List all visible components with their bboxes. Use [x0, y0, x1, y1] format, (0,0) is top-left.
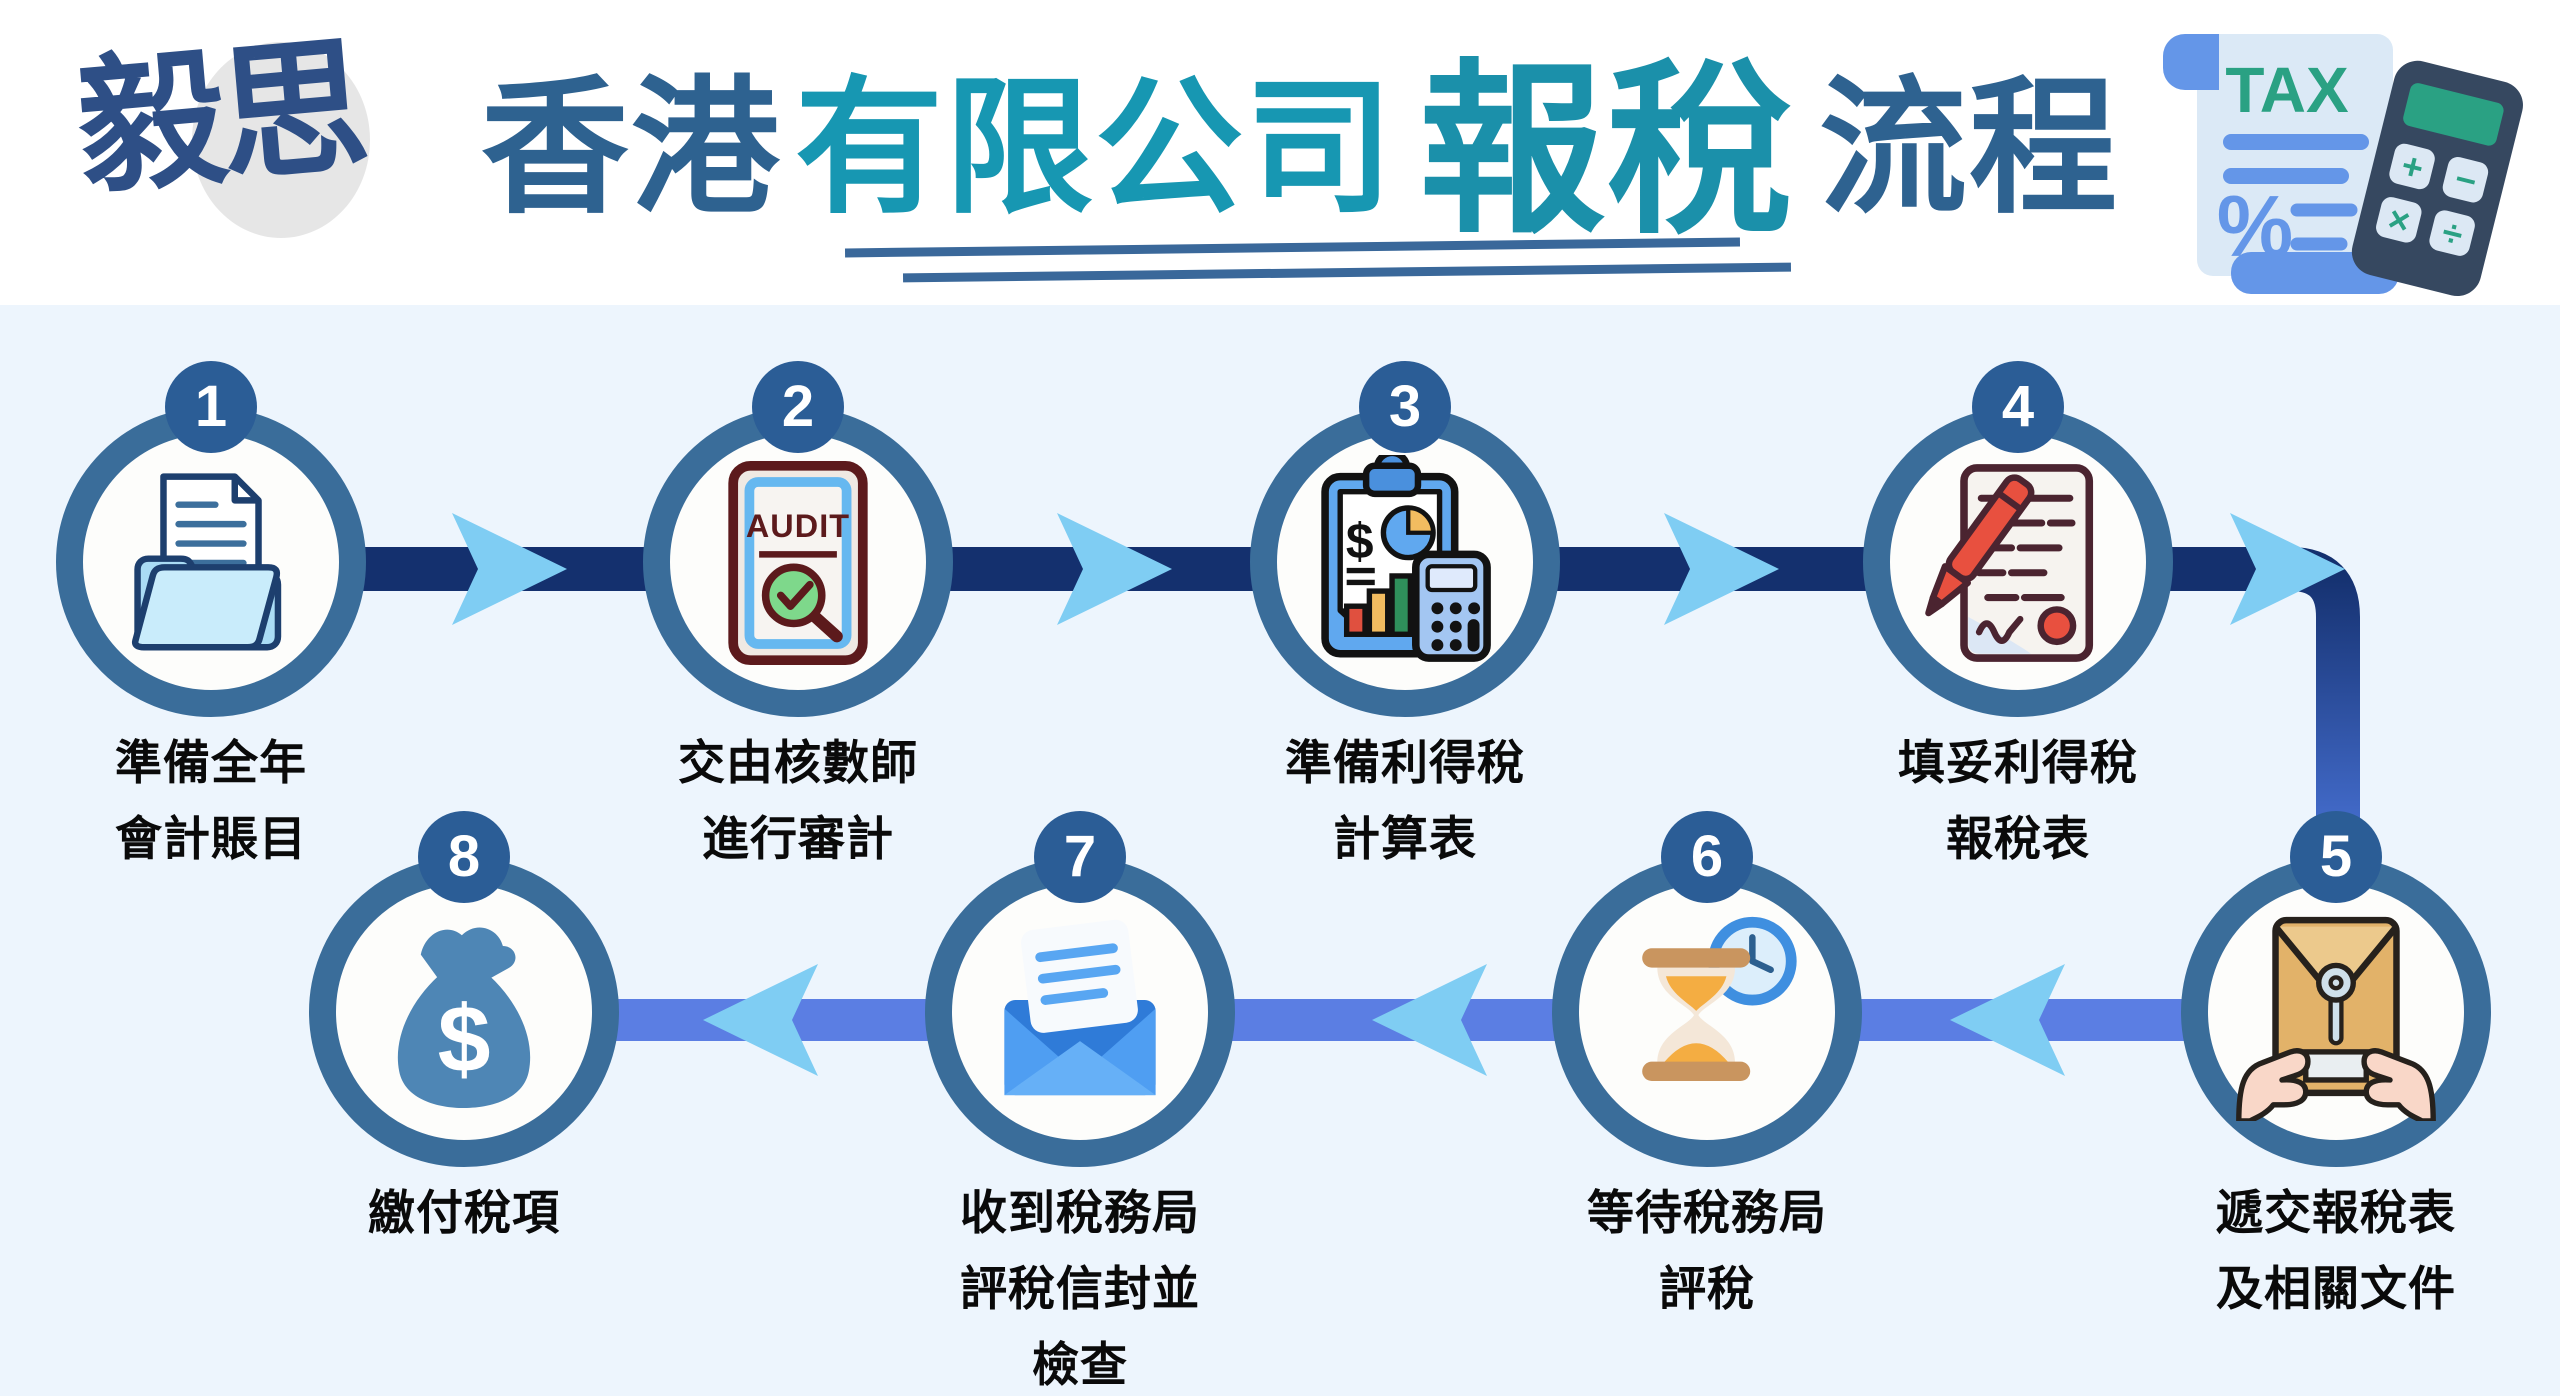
calculator-icon: + − × ÷	[2351, 60, 2523, 297]
arrow-left-icon	[1950, 964, 2065, 1076]
title-suffix: 流程	[1819, 65, 2120, 231]
arrow-left-icon	[1372, 964, 1487, 1076]
fill-tax-return-icon	[1925, 464, 2094, 662]
pen-icon	[1925, 474, 2035, 617]
audit-text: AUDIT	[746, 508, 850, 544]
money-bag-icon: $	[397, 927, 531, 1109]
step-number-badge: 2	[752, 361, 844, 453]
folder-documents-icon	[131, 473, 282, 651]
step-number-badge: 1	[165, 361, 257, 453]
submit-envelope-icon	[2236, 916, 2436, 1121]
step-label: 收到稅務局 評稅信封並 檢查	[960, 1186, 1200, 1391]
step-number-badge: 6	[1661, 811, 1753, 903]
arrow-right-icon	[1664, 513, 1779, 625]
step-number-badge: 8	[418, 811, 510, 903]
header: 毅思 香港有限公司報稅流程 TAX % + −	[0, 0, 2560, 305]
step-number-badge: 4	[1972, 361, 2064, 453]
step-label: 等待稅務局 評稅	[1587, 1186, 1827, 1315]
title-company: 有限公司	[795, 65, 1395, 231]
dollar-glyph: $	[1346, 514, 1374, 570]
step-label: 交由核數師 進行審計	[678, 736, 918, 865]
step-number-badge: 5	[2290, 811, 2382, 903]
step-label: 填妥利得稅 報稅表	[1898, 736, 2138, 865]
tax-text: TAX	[2225, 54, 2349, 126]
tax-calculator-icon: TAX % + − × ÷	[2163, 34, 2523, 297]
hands-icon	[2236, 1048, 2436, 1121]
step-number-badge: 3	[1359, 361, 1451, 453]
logo-background-ellipse	[192, 42, 370, 238]
arrow-left-icon	[703, 964, 818, 1076]
tax-computation-icon: $	[1321, 455, 1491, 662]
arrow-right-icon	[452, 513, 567, 625]
arrow-right-icon	[2230, 513, 2345, 625]
step-number-badge: 7	[1034, 811, 1126, 903]
open-letter-icon	[1004, 919, 1156, 1096]
step-label: 準備全年 會計賬目	[115, 736, 307, 865]
audit-report-icon: AUDIT	[728, 460, 868, 666]
step-label: 繳付稅項	[368, 1186, 560, 1239]
hourglass-clock-icon	[1642, 916, 1797, 1082]
arrow-right-icon	[1057, 513, 1172, 625]
dollar-glyph: $	[438, 986, 491, 1092]
title-highlight: 報稅	[1419, 48, 1796, 255]
title-prefix: 香港	[481, 65, 781, 231]
step-label: 遞交報稅表 及相關文件	[2216, 1186, 2456, 1315]
page-title: 香港有限公司報稅流程	[481, 28, 2117, 255]
step-label: 準備利得稅 計算表	[1285, 736, 1525, 865]
